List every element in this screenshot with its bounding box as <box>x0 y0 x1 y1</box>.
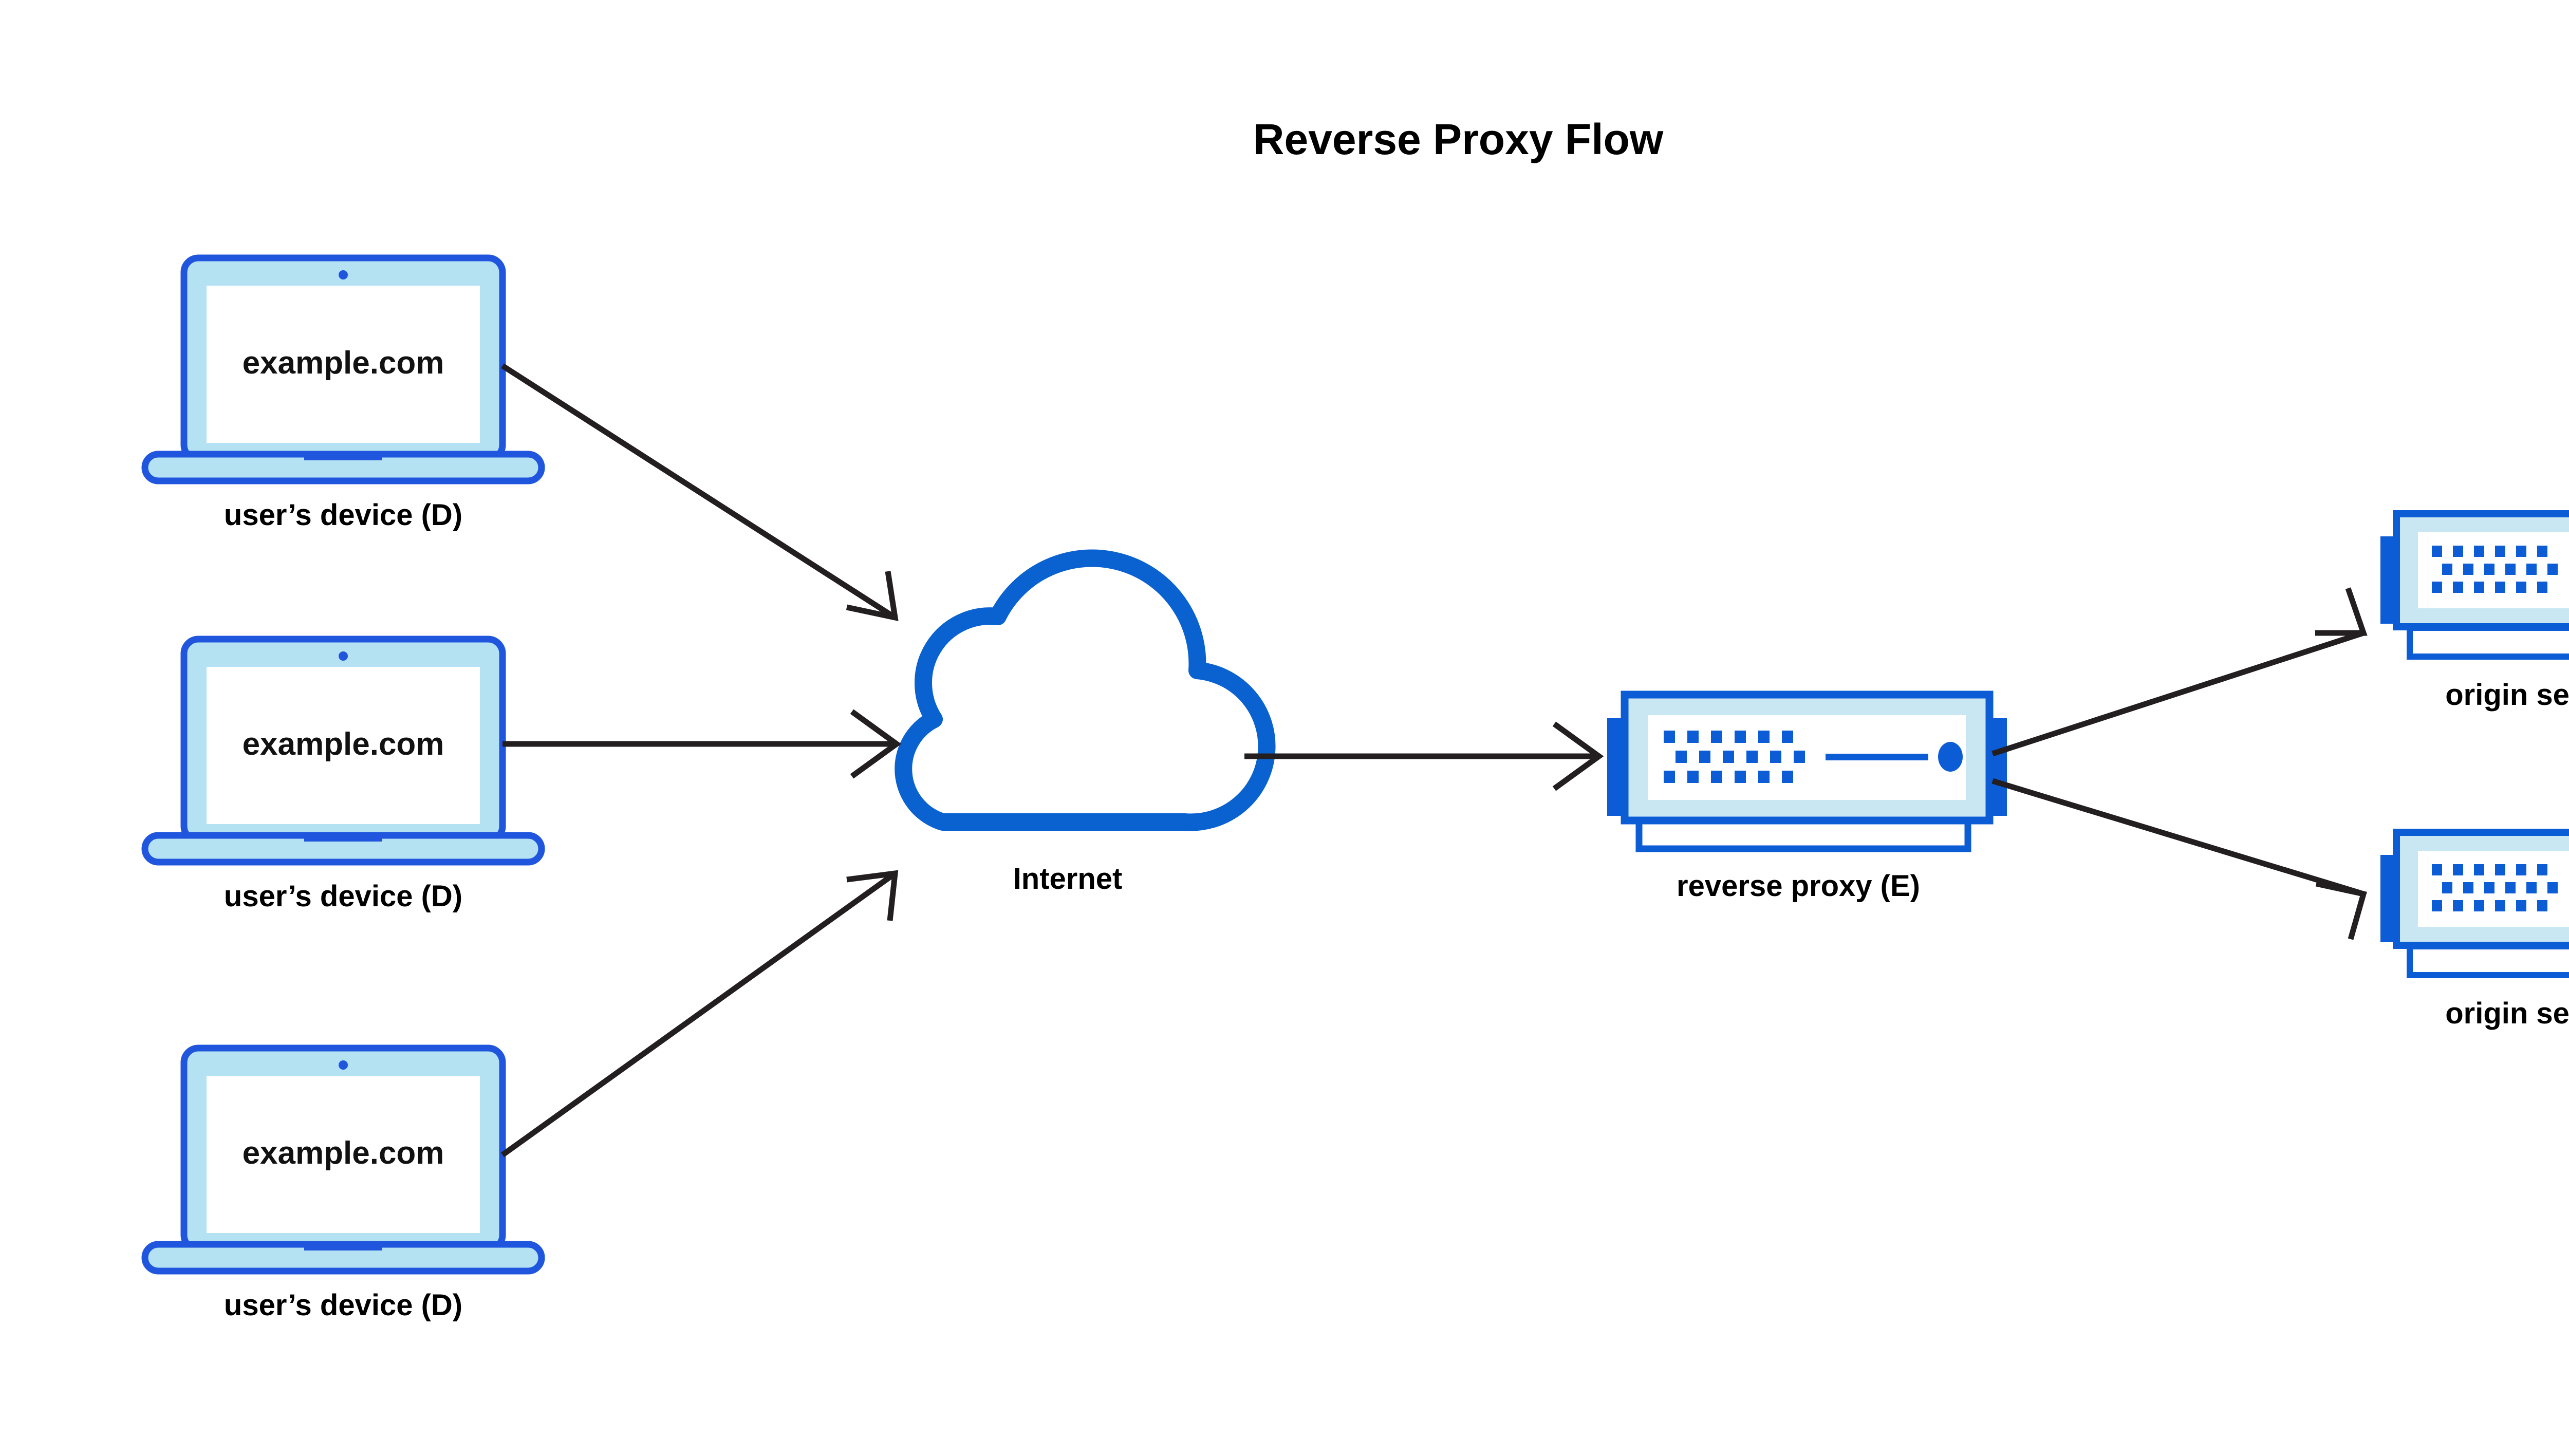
server-vent-grid <box>2432 546 2558 593</box>
laptop-screen <box>207 1076 480 1233</box>
laptop-screen-text: example.com <box>243 726 444 762</box>
edge-internet-proxy <box>1244 721 1604 791</box>
laptop-trackpad-notch <box>304 454 382 460</box>
server-status-led-icon <box>1938 742 1963 772</box>
server-shelf <box>2407 943 2569 978</box>
client-3-label: user’s device (D) <box>224 1289 462 1322</box>
cloud-shape <box>895 549 1276 831</box>
laptop-screen-text: example.com <box>243 1135 444 1171</box>
laptop-camera-icon <box>339 270 348 279</box>
server-shelf <box>2407 625 2569 660</box>
origin-2-label: origin server (F) <box>2445 997 2569 1030</box>
laptop-icon[interactable]: example.com <box>141 1044 545 1275</box>
server-status-line <box>1826 754 1928 760</box>
laptop-trackpad-notch <box>304 1244 382 1250</box>
page-title: Reverse Proxy Flow <box>1253 115 1664 163</box>
edge-client1-internet <box>501 363 899 622</box>
laptop-icon[interactable]: example.com <box>141 636 545 866</box>
laptop-screen <box>207 286 480 443</box>
origin-1-label: origin server (F) <box>2445 678 2569 712</box>
laptop-camera-icon <box>339 651 348 661</box>
laptop-trackpad-notch <box>304 835 382 842</box>
server-vent-grid <box>2432 864 2558 911</box>
client-2-label: user’s device (D) <box>224 880 462 913</box>
cloud-icon[interactable] <box>895 549 1276 831</box>
edge-client3-internet <box>500 870 899 1158</box>
edge-client2-internet <box>502 709 902 779</box>
laptop-screen-text: example.com <box>243 345 444 381</box>
server-icon[interactable] <box>2380 510 2569 660</box>
server-icon[interactable] <box>2380 829 2569 978</box>
edge-proxy-origin1 <box>1991 587 2368 757</box>
edge-proxy-origin2 <box>1991 778 2367 940</box>
laptop-icon[interactable]: example.com <box>141 254 545 484</box>
client-1-label: user’s device (D) <box>224 498 462 532</box>
server-icon[interactable] <box>1607 690 2007 852</box>
laptop-camera-icon <box>339 1060 348 1070</box>
laptop-screen <box>207 667 480 824</box>
internet-label: Internet <box>1013 862 1123 895</box>
reverse-proxy-label: reverse proxy (E) <box>1677 869 1920 903</box>
server-vent-grid <box>1664 731 1805 783</box>
